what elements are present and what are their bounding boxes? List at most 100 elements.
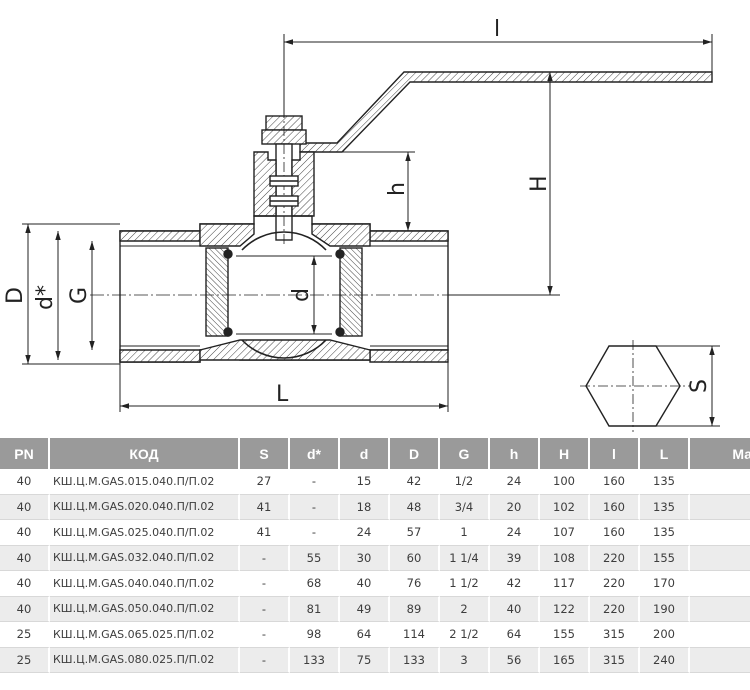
table-cell: 20 — [490, 494, 540, 520]
table-cell: 135 — [640, 520, 690, 546]
dim-label-D: D — [3, 287, 28, 304]
table-cell: 25 — [0, 622, 50, 648]
table-cell: 57 — [390, 520, 440, 546]
table-cell: 133 — [290, 647, 340, 673]
table-cell: 155 — [540, 622, 590, 648]
table-cell: 27 — [240, 469, 290, 495]
table-cell: 1 1/2 — [440, 571, 490, 597]
table-cell: КШ.Ц.М.GAS.050.040.П/П.02 — [50, 596, 240, 622]
column-header-3: d* — [290, 438, 340, 469]
table-cell: 200 — [640, 622, 690, 648]
table-cell: 40 — [0, 596, 50, 622]
table-cell: - — [240, 622, 290, 648]
table-cell: 1, — [690, 494, 750, 520]
table-cell: 15 — [340, 469, 390, 495]
table-cell: 40 — [340, 571, 390, 597]
table-cell: 40 — [0, 469, 50, 495]
table-cell: 30 — [340, 545, 390, 571]
table-cell: 2 — [440, 596, 490, 622]
dim-label-h: h — [385, 182, 410, 196]
table-cell: 25 — [0, 647, 50, 673]
dim-label-d-star: d* — [33, 285, 58, 310]
table-cell: 3 — [440, 647, 490, 673]
column-header-6: G — [440, 438, 490, 469]
table-cell: 2 — [690, 545, 750, 571]
table-cell: 6, — [690, 622, 750, 648]
table-cell: 160 — [590, 494, 640, 520]
column-header-5: D — [390, 438, 440, 469]
table-cell: 40 — [0, 545, 50, 571]
table-cell: КШ.Ц.М.GAS.065.025.П/П.02 — [50, 622, 240, 648]
table-cell: 55 — [290, 545, 340, 571]
table-cell: 40 — [490, 596, 540, 622]
table-cell: 24 — [340, 520, 390, 546]
table-cell: - — [290, 469, 340, 495]
table-cell: 117 — [540, 571, 590, 597]
table-cell: 75 — [340, 647, 390, 673]
table-cell: 18 — [340, 494, 390, 520]
table-cell: 190 — [640, 596, 690, 622]
table-cell: 49 — [340, 596, 390, 622]
column-header-10: L — [640, 438, 690, 469]
hexagon-view — [580, 340, 690, 432]
table-cell: 100 — [540, 469, 590, 495]
table-cell: 135 — [640, 494, 690, 520]
table-cell: 133 — [390, 647, 440, 673]
table-cell: 315 — [590, 622, 640, 648]
column-header-11: Масса — [690, 438, 750, 469]
table-cell: 1 — [690, 647, 750, 673]
table-cell: 0, — [690, 469, 750, 495]
table-cell: 2 1/2 — [440, 622, 490, 648]
dim-label-H: H — [527, 175, 552, 192]
table-cell: 220 — [590, 571, 640, 597]
column-header-1: КОД — [50, 438, 240, 469]
table-cell: 114 — [390, 622, 440, 648]
table-cell: КШ.Ц.М.GAS.020.040.П/П.02 — [50, 494, 240, 520]
valve-body — [90, 215, 470, 363]
table-cell: 220 — [590, 596, 640, 622]
table-cell: 160 — [590, 469, 640, 495]
column-header-8: H — [540, 438, 590, 469]
table-cell: 4, — [690, 596, 750, 622]
table-cell: 24 — [490, 520, 540, 546]
table-cell: 81 — [290, 596, 340, 622]
column-header-7: h — [490, 438, 540, 469]
table-cell: 39 — [490, 545, 540, 571]
stem-assembly — [253, 108, 315, 246]
table-cell: 64 — [490, 622, 540, 648]
table-cell: 107 — [540, 520, 590, 546]
table-cell: 1 1/4 — [440, 545, 490, 571]
valve-technical-drawing: l H h D d* G d L S — [3, 17, 720, 432]
table-cell: 3/4 — [440, 494, 490, 520]
table-cell: КШ.Ц.М.GAS.080.025.П/П.02 — [50, 647, 240, 673]
table-cell: 41 — [240, 494, 290, 520]
table-cell: - — [240, 571, 290, 597]
table-cell: 40 — [0, 494, 50, 520]
column-header-9: l — [590, 438, 640, 469]
table-cell: 40 — [0, 520, 50, 546]
table-cell: 76 — [390, 571, 440, 597]
table-cell: 98 — [290, 622, 340, 648]
table-cell: 155 — [640, 545, 690, 571]
table-cell: КШ.Ц.М.GAS.015.040.П/П.02 — [50, 469, 240, 495]
table-cell: 160 — [590, 520, 640, 546]
dimension-lines — [22, 34, 720, 427]
table-cell: 48 — [390, 494, 440, 520]
table-cell: 122 — [540, 596, 590, 622]
table-cell: 3, — [690, 571, 750, 597]
table-cell: - — [240, 596, 290, 622]
dim-label-S: S — [687, 379, 712, 393]
table-cell: 165 — [540, 647, 590, 673]
table-cell: - — [290, 494, 340, 520]
dim-label-G: G — [67, 287, 92, 304]
dim-label-d: d — [289, 288, 314, 302]
